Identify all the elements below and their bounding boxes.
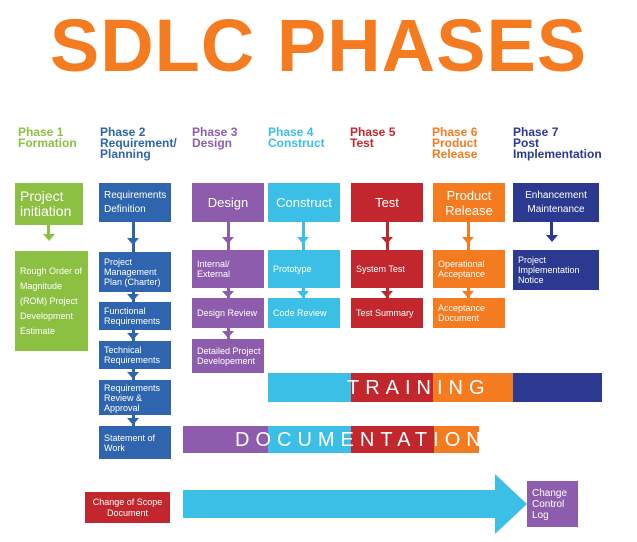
phase-6-header: Phase 6 Product Release (432, 125, 512, 161)
phase-6-number: Phase 6 (432, 125, 478, 139)
scope-arrow-head (495, 474, 527, 534)
phase-7-number: Phase 7 (513, 125, 559, 139)
phase-3-arrowhead-3 (222, 331, 234, 338)
phase-7-main-box: Enhancement Maintenance (513, 183, 599, 222)
phase-4-name: Construct (268, 136, 325, 150)
phase-1-connector (47, 225, 50, 235)
phase-4-arrowhead-1 (297, 237, 309, 244)
phase-2-item-4: Requirements Review & Approval (99, 380, 171, 415)
change-control-log: Change Control Log (527, 481, 578, 527)
phase-5-item-2: Test Summary (351, 298, 423, 328)
training-band: TRAINING (268, 373, 602, 402)
phase-7-connector (550, 222, 553, 236)
phase-5-arrowhead-1 (381, 237, 393, 244)
phase-3-name: Design (192, 136, 233, 150)
phase-2-item-1: Project Management Plan (Charter) (99, 252, 171, 292)
documentation-band: DOCUMENTATION (183, 426, 481, 453)
phase-2-item-5: Statement of Work (99, 426, 171, 459)
phase-3-number: Phase 3 (192, 125, 238, 139)
phase-3-arrowhead-1 (222, 237, 234, 244)
phase-3-item-2: Design Review (192, 298, 264, 328)
phase-6-name2: Release (432, 147, 478, 161)
phase-1-header: Phase 1 Formation (18, 125, 98, 150)
phase-2-header: Phase 2 Requirement/ Planning (100, 125, 195, 161)
phase-3-header: Phase 3 Design (192, 125, 267, 150)
phase-2-name: Requirement/ (100, 136, 177, 150)
phase-3-arrowhead-2 (222, 291, 234, 298)
phase-7-arrowhead-1 (546, 235, 558, 242)
phase-7-name2: Implementation (513, 147, 602, 161)
phase-2-arrowhead-4 (127, 372, 139, 379)
phase-1-main-box: Project initiation (15, 183, 83, 225)
phase-4-item-1: Prototype (268, 250, 340, 288)
phase-6-item-2: Acceptance Document (433, 298, 505, 328)
phase-1-name: Formation (18, 136, 77, 150)
phase-2-arrowhead-5 (127, 418, 139, 425)
phase-2-item-2: Functional Requirements (99, 302, 171, 330)
page-title: SDLC PHASES (49, 4, 588, 87)
phase-6-name: Product (432, 136, 478, 150)
phase-1-number: Phase 1 (18, 125, 64, 139)
phase-4-main-box: Construct (268, 183, 340, 222)
phase-3-item-1: Internal/ External (192, 250, 264, 288)
phase-4-item-2: Code Review (268, 298, 340, 328)
training-label: TRAINING (347, 377, 491, 399)
phase-5-number: Phase 5 (350, 125, 396, 139)
phase-1-item-1: Rough Order of Magnitude (ROM) Project D… (15, 251, 88, 351)
phase-2-name2: Planning (100, 147, 151, 161)
phase-6-main-box: Product Release (433, 183, 505, 222)
phase-2-main-box: Requirements Definition (99, 183, 171, 222)
phase-7-header: Phase 7 Post Implementation (513, 125, 623, 161)
phase-4-header: Phase 4 Construct (268, 125, 348, 150)
phase-5-header: Phase 5 Test (350, 125, 430, 150)
phase-1-arrowhead (43, 234, 55, 241)
phase-4-arrowhead-2 (297, 291, 309, 298)
phase-6-item-1: Operational Acceptance (433, 250, 505, 288)
phase-2-number: Phase 2 (100, 125, 146, 139)
phase-3-main-box: Design (192, 183, 264, 222)
phase-2-arrowhead-2 (127, 294, 139, 301)
scope-arrow-shaft (183, 490, 497, 518)
phase-2-arrowhead-1 (127, 238, 139, 245)
change-of-scope-document: Change of Scope Document (85, 492, 170, 523)
phase-2-arrowhead-3 (127, 333, 139, 340)
phase-4-number: Phase 4 (268, 125, 314, 139)
phase-5-name: Test (350, 136, 374, 150)
phase-7-name: Post (513, 136, 540, 150)
phase-3-item-3: Detailed Project Developement (192, 339, 264, 373)
phase-6-arrowhead-1 (462, 237, 474, 244)
phase-6-arrowhead-2 (462, 291, 474, 298)
phase-5-arrowhead-2 (381, 291, 393, 298)
phase-5-item-1: System Test (351, 250, 423, 288)
phase-7-item-1: Project Implementation Notice (513, 250, 599, 290)
documentation-label: DOCUMENTATION (235, 429, 487, 451)
phase-2-item-3: Technical Requirements (99, 341, 171, 369)
phase-5-main-box: Test (351, 183, 423, 222)
